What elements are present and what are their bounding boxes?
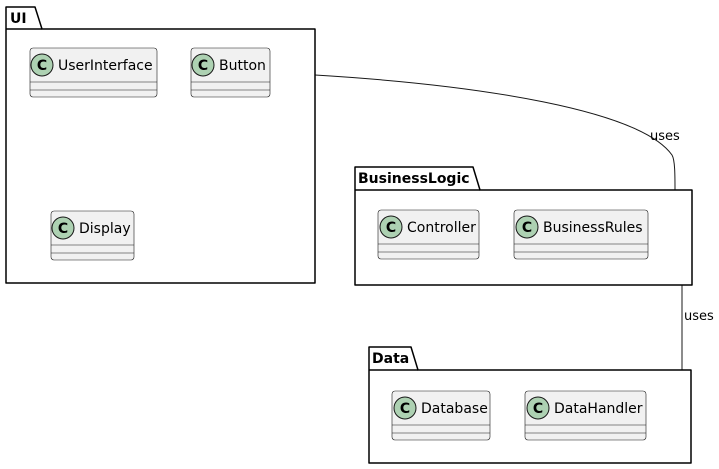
- class-datahandler[interactable]: C DataHandler: [524, 390, 647, 441]
- class-stereotype-icon: [526, 396, 550, 420]
- class-name: Display: [79, 221, 131, 237]
- class-stereotype-icon: [30, 53, 54, 77]
- svg-text:C: C: [386, 220, 396, 236]
- class-stereotype-icon: [515, 215, 539, 239]
- package-data[interactable]: Data C Database C DataHandler: [368, 346, 692, 464]
- class-name: Database: [421, 401, 488, 417]
- svg-text:C: C: [198, 58, 208, 74]
- package-businesslogic[interactable]: BusinessLogic C Controller C BusinessRul…: [354, 166, 693, 286]
- relation-businesslogic-data-label: uses: [684, 309, 714, 324]
- package-ui[interactable]: UI C UserInterface C Button C Display: [5, 6, 316, 284]
- svg-text:C: C: [533, 401, 543, 417]
- class-name: DataHandler: [554, 401, 643, 417]
- svg-text:C: C: [37, 58, 47, 74]
- class-name: Button: [219, 58, 266, 74]
- relation-ui-businesslogic-line: [314, 74, 676, 191]
- class-stereotype-icon: [393, 396, 417, 420]
- relation-ui-businesslogic-label: uses: [650, 129, 680, 144]
- class-name: UserInterface: [58, 58, 153, 74]
- class-database[interactable]: C Database: [391, 390, 491, 441]
- package-businesslogic-name: BusinessLogic: [358, 171, 470, 187]
- class-stereotype-icon: [191, 53, 215, 77]
- class-stereotype-icon: [51, 216, 75, 240]
- class-button[interactable]: C Button: [190, 47, 271, 98]
- class-display[interactable]: C Display: [50, 210, 135, 261]
- svg-text:C: C: [522, 220, 532, 236]
- class-name: Controller: [407, 220, 476, 236]
- class-name: BusinessRules: [543, 220, 643, 236]
- class-controller[interactable]: C Controller: [377, 209, 480, 260]
- package-ui-name: UI: [10, 11, 27, 27]
- class-stereotype-icon: [379, 215, 403, 239]
- class-businessrules[interactable]: C BusinessRules: [513, 209, 649, 260]
- svg-text:C: C: [58, 221, 68, 237]
- package-data-name: Data: [372, 351, 409, 367]
- svg-text:C: C: [400, 401, 410, 417]
- class-userinterface[interactable]: C UserInterface: [29, 47, 158, 98]
